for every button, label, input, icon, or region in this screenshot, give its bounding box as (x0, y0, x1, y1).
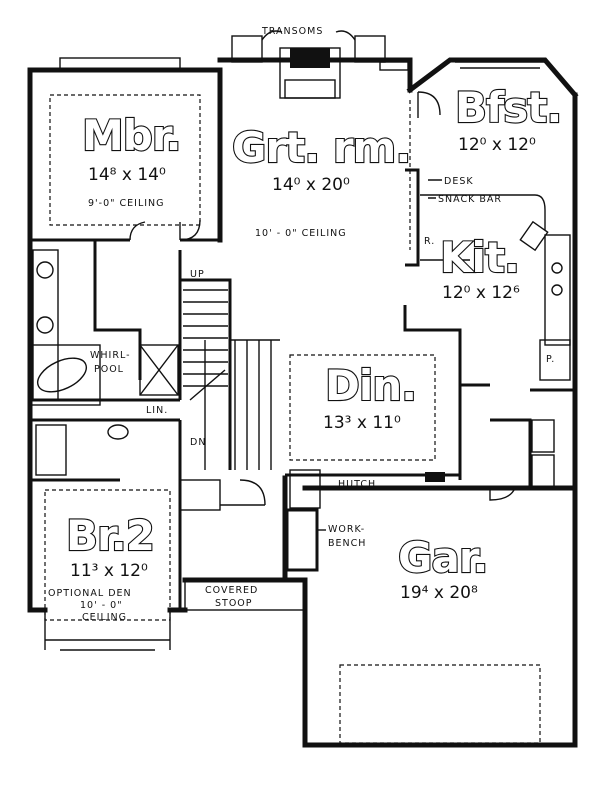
transom-windows (59, 30, 545, 71)
pantry-label: P. (546, 354, 555, 365)
dining-size: 13³ x 11⁰ (323, 413, 401, 433)
breakfast-size: 12⁰ x 12⁰ (458, 135, 536, 155)
stair-down-label: DN (190, 437, 206, 448)
covered-stoop: COVERED STOOP (184, 579, 306, 611)
bedroom-2-note-1: OPTIONAL DEN (48, 588, 132, 599)
stairs: UP DN (183, 269, 280, 470)
transoms-label: TRANSOMS (261, 26, 323, 37)
snack-bar-label: SNACK BAR (438, 194, 502, 205)
great-room: Grt. rm. 14⁰ x 20⁰ 10' - 0" CEILING (231, 122, 412, 239)
garage: WORK- BENCH Gar. 19⁴ x 20⁸ (285, 487, 541, 744)
workbench-label-1: WORK- (328, 524, 365, 535)
workbench-label-2: BENCH (328, 538, 366, 549)
fireplace (279, 47, 341, 99)
refrigerator-label: R. (424, 236, 435, 247)
great-room-size: 14⁰ x 20⁰ (272, 175, 350, 195)
dining-room: Din. 13³ x 11⁰ HUTCH (289, 354, 436, 490)
master-bedroom-name: Mbr. (82, 111, 181, 160)
breakfast-name: Bfst. (455, 83, 561, 132)
bedroom-2-note-3: CEILING (82, 612, 127, 623)
laundry-appliances (531, 419, 555, 488)
master-bathroom: WHIRL- POOL LIN. (29, 249, 179, 476)
linen-label: LIN. (146, 405, 168, 416)
bedroom-2-note-2: 10' - 0" (80, 600, 123, 611)
hall-closets (179, 469, 321, 511)
whirlpool-label-1: WHIRL- (90, 350, 131, 361)
desk-label: DESK (444, 176, 474, 187)
master-bedroom-ceiling: 9'-0" CEILING (88, 198, 165, 209)
bedroom-2: Br.2 11³ x 12⁰ OPTIONAL DEN 10' - 0" CEI… (44, 489, 171, 651)
covered-stoop-label-2: STOOP (215, 598, 253, 609)
kitchen-name: Kit. (440, 233, 519, 282)
garage-name: Gar. (398, 533, 488, 582)
covered-stoop-label-1: COVERED (205, 585, 258, 596)
bedroom-2-name: Br.2 (66, 511, 154, 560)
stair-up-label: UP (190, 269, 205, 280)
dining-name: Din. (325, 361, 416, 410)
garage-size: 19⁴ x 20⁸ (400, 583, 478, 603)
breakfast-nook: Bfst. 12⁰ x 12⁰ (417, 82, 563, 155)
great-room-ceiling: 10' - 0" CEILING (255, 228, 347, 239)
hutch-label: HUTCH (338, 479, 376, 490)
whirlpool-label-2: POOL (94, 364, 124, 375)
kitchen: Kit. 12⁰ x 12⁶ R. P. (420, 194, 571, 381)
master-bedroom: Mbr. 14⁸ x 14⁰ 9'-0" CEILING (49, 94, 201, 241)
bedroom-2-size: 11³ x 12⁰ (70, 561, 148, 581)
master-bedroom-size: 14⁸ x 14⁰ (88, 165, 166, 185)
great-room-name: Grt. rm. (232, 123, 410, 172)
kitchen-size: 12⁰ x 12⁶ (442, 283, 520, 303)
